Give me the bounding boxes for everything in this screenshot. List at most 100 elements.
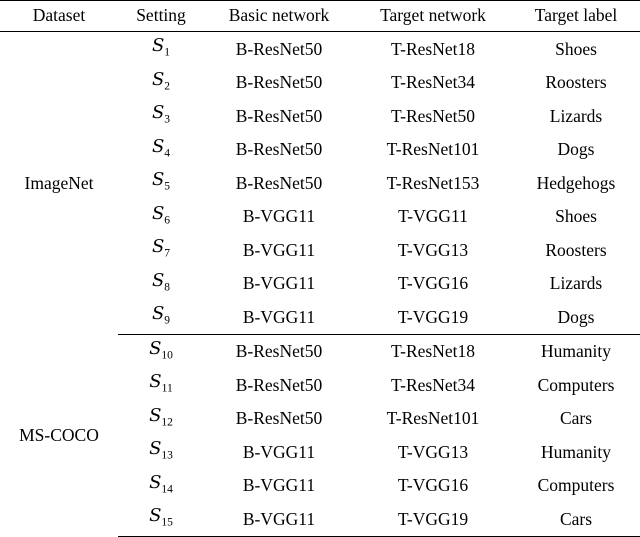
setting-index: 9 [164,314,171,327]
setting-cell: S12 [118,402,204,436]
setting-cell: S13 [118,435,204,469]
target-label-cell: Shoes [555,38,597,59]
basic-network-cell: B-ResNet50 [235,374,323,395]
target-label-cell: Cars [559,408,593,429]
target-label-cell: Shoes [555,206,597,227]
basic-network-cell: B-ResNet50 [235,341,323,362]
target-label-cell: Roosters [545,72,607,93]
target-label-cell: Lizards [549,105,603,126]
setting-symbol: S [151,135,165,157]
setting-index: 12 [161,416,173,428]
basic-network-cell: B-ResNet50 [235,408,323,429]
target-network-cell: T-VGG16 [397,273,469,294]
target-label-cell: Lizards [549,273,603,294]
basic-network-cell: B-ResNet50 [235,72,323,93]
target-network-cell: T-VGG19 [354,502,512,537]
dataset-cell: MS-COCO [19,425,99,445]
setting-cell: S2 [118,66,204,100]
target-network-cell: T-ResNet153 [386,172,480,193]
setting-symbol: S [149,371,162,392]
basic-network-cell: B-VGG11 [242,475,316,496]
setting-index: 8 [164,281,171,293]
column-header-basic-network: Basic network [204,0,354,32]
setting-cell: S10 [118,334,204,368]
target-network-cell: T-VGG19 [354,300,512,335]
setting-index: 3 [164,113,171,126]
setting-cell: S1 [118,32,204,66]
basic-network-cell: B-VGG11 [242,441,316,462]
basic-network-cell: B-ResNet50 [235,38,323,59]
setting-symbol: S [149,471,162,493]
setting-index: 2 [164,80,171,92]
target-network-cell: T-ResNet34 [391,374,475,395]
setting-symbol: S [149,404,162,426]
column-header-target-network: Target network [354,0,512,32]
setting-cell: S9 [118,300,204,335]
target-label-cell: Roosters [545,239,607,260]
setting-symbol: S [149,505,162,526]
setting-symbol: S [151,68,165,90]
setting-cell: S15 [118,502,204,537]
target-label-cell: Cars [512,502,640,537]
setting-cell: S6 [118,200,204,234]
basic-network-cell: B-VGG11 [204,502,354,537]
setting-index: 14 [161,483,173,495]
setting-index: 15 [161,516,173,529]
target-network-cell: T-ResNet18 [391,341,475,362]
target-label-cell: Dogs [512,300,640,335]
basic-network-cell: B-ResNet50 [235,172,323,193]
setting-cell: S11 [118,368,204,402]
dataset-cell: ImageNet [24,173,94,193]
header-row: Dataset Setting Basic network Target net… [0,0,640,32]
setting-symbol: S [151,236,165,257]
target-network-cell: T-ResNet18 [391,38,475,59]
setting-index: 6 [164,214,171,226]
target-label-cell: Computers [537,475,615,496]
target-label-cell: Computers [537,374,615,395]
column-header-setting: Setting [118,0,204,32]
basic-network-cell: B-ResNet50 [235,105,323,126]
basic-network-cell: B-VGG11 [242,273,316,294]
column-header-target-label: Target label [512,0,640,32]
setting-cell: S8 [118,267,204,301]
setting-index: 1 [164,46,171,59]
setting-cell: S5 [118,166,204,200]
setting-index: 5 [164,180,171,193]
setting-symbol: S [151,35,165,56]
basic-network-cell: B-VGG11 [242,206,316,227]
setting-cell: S14 [118,469,204,503]
target-network-cell: T-ResNet34 [391,72,475,93]
setting-symbol: S [151,169,165,190]
target-network-cell: T-VGG13 [397,441,469,462]
setting-index: 10 [161,349,173,361]
target-label-cell: Dogs [557,139,595,160]
target-label-cell: Hedgehogs [536,172,616,193]
target-network-cell: T-VGG13 [397,239,469,260]
table-row: S11 B-ResNet50 T-ResNet34 Computers [0,368,640,402]
setting-symbol: S [151,303,165,324]
table-row: S5 B-ResNet50 T-ResNet153 Hedgehogs [0,166,640,200]
basic-network-cell: B-VGG11 [204,300,354,335]
target-label-cell: Humanity [541,341,611,362]
setting-symbol: S [149,337,162,359]
target-label-cell: Humanity [541,441,611,462]
setting-symbol: S [151,202,165,224]
setting-cell: S7 [118,233,204,267]
table-row: S6 B-VGG11 T-VGG11 Shoes [0,200,640,234]
setting-symbol: S [149,438,162,459]
setting-symbol: S [151,269,165,291]
target-network-cell: T-VGG11 [398,206,468,227]
table-row: S2 B-ResNet50 T-ResNet34 Roosters [0,66,640,100]
table-row: S8 B-VGG11 T-VGG16 Lizards [0,267,640,301]
basic-network-cell: B-VGG11 [242,239,316,260]
setting-index: 11 [161,382,173,395]
setting-cell: S3 [118,99,204,133]
